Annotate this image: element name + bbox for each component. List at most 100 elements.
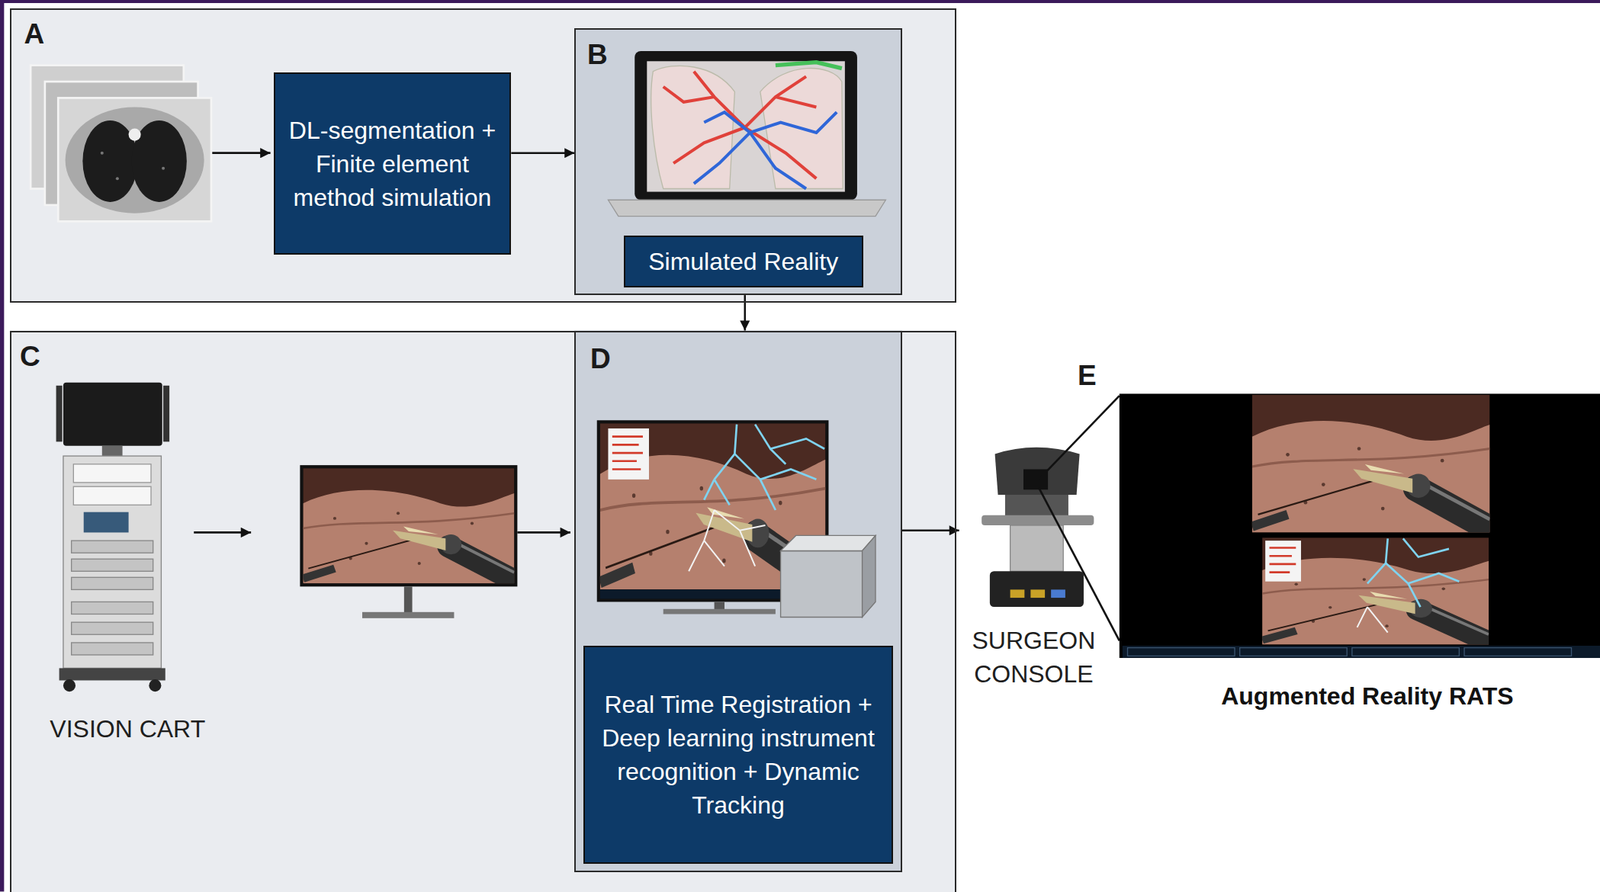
augmented-monitor: [607, 428, 649, 480]
flow-arrow: [517, 531, 571, 534]
viewer-leader-line: [1038, 395, 1120, 480]
vision-cart: [73, 486, 152, 505]
augmented-monitor: [739, 525, 765, 531]
panel-fill: [9, 8, 956, 892]
viewer-leader-line: [1038, 488, 1120, 642]
computer-box: [862, 535, 876, 617]
laptop-illustration: [775, 96, 817, 107]
computer-box: [780, 535, 876, 617]
augmented-reality-screen: [1265, 540, 1302, 582]
flow-arrow: [193, 531, 251, 534]
augmented-reality-screen: [1269, 548, 1296, 573]
augmented-reality-screen: [1122, 645, 1600, 659]
panel-fill: [574, 28, 903, 296]
augmented-monitor: [703, 540, 725, 566]
augmented-reality-screen: [1385, 563, 1421, 608]
augmented-reality-screen: [1262, 537, 1489, 645]
augmented-reality-screen: [1357, 607, 1388, 633]
laptop-illustration: [673, 127, 746, 164]
laptop-illustration: [703, 112, 750, 133]
endoscope-monitor: [302, 468, 515, 584]
augmented-reality-screen: [1367, 538, 1459, 608]
augmented-reality-screen: [1119, 393, 1600, 659]
ct-scan-stack: [128, 128, 142, 142]
surgeon-console: [995, 447, 1080, 495]
ct-scan-stack: [115, 176, 119, 180]
augmented-monitor: [760, 469, 817, 479]
vision-cart: [63, 382, 163, 447]
surgeon-console: [1030, 589, 1045, 598]
vision-cart: [163, 385, 170, 443]
surgeon-console: [989, 571, 1084, 608]
augmented-reality-screen: [1357, 607, 1388, 633]
panel-fill: [574, 330, 903, 873]
figure-label: SURGEON CONSOLE: [957, 623, 1111, 691]
process-box: Simulated Reality: [623, 235, 864, 288]
computer-box: [780, 551, 863, 618]
endoscope-monitor: [299, 465, 518, 587]
surgeon-console: [981, 447, 1094, 608]
laptop-illustration: [749, 132, 807, 190]
laptop-illustration: [651, 65, 736, 189]
vision-cart: [71, 601, 154, 614]
figure-panel: EAugmented Reality RATS: [959, 356, 1600, 761]
page-border: [0, 0, 1600, 4]
augmented-monitor: [714, 601, 725, 611]
augmented-monitor: [703, 424, 825, 511]
augmented-monitor: [770, 449, 786, 465]
augmented-reality-screen: [1252, 395, 1491, 534]
flow-arrow: [510, 151, 575, 155]
vision-cart: [71, 577, 154, 590]
ct-scan-stack: [30, 65, 212, 222]
laptop-illustration: [607, 51, 886, 217]
box-text: Real Time Registration + Deep learning i…: [594, 687, 882, 823]
augmented-reality-screen: [1127, 648, 1572, 657]
laptop-illustration: [693, 132, 751, 184]
process-box: DL-segmentation + Finite element method …: [273, 72, 512, 256]
surgeon-console: [1010, 589, 1025, 598]
panel-heading: Augmented Reality RATS: [1219, 679, 1516, 714]
augmented-reality-screen: [1407, 573, 1459, 584]
vision-cart: [148, 679, 161, 692]
panel-column: Simulated RealityB: [574, 28, 903, 296]
vision-cart: [63, 456, 161, 669]
flow-arrow: [743, 295, 746, 331]
augmented-monitor: [663, 609, 776, 615]
augmented-reality-screen: [1403, 538, 1449, 557]
vision-cart: [83, 512, 129, 534]
augmented-monitor: [612, 436, 643, 470]
endoscope-monitor: [404, 586, 413, 614]
vision-cart: [71, 642, 154, 656]
page-border: [0, 0, 4, 892]
panel-fill: [9, 330, 956, 892]
augmented-monitor: [714, 424, 737, 480]
surgeon-console: [1050, 589, 1066, 598]
vision-cart: [73, 464, 152, 483]
vision-cart: [71, 559, 154, 572]
augmented-monitor: [714, 510, 756, 567]
surgeon-console: [1010, 525, 1064, 572]
augmented-monitor: [688, 510, 765, 572]
augmented-reality-screen: [1119, 393, 1600, 659]
augmented-monitor: [688, 510, 714, 572]
panel-region: DL-segmentation + Finite element method …: [9, 8, 956, 303]
laptop-illustration: [634, 51, 858, 200]
endoscope-monitor: [299, 465, 518, 619]
computer-box: [780, 535, 876, 551]
flow-arrow: [902, 530, 960, 533]
panel-fill: [9, 8, 956, 303]
figure-label: VISION CART: [15, 712, 240, 746]
laptop-illustration: [663, 86, 715, 103]
augmented-monitor: [755, 424, 825, 450]
viewer-leader-line: [1038, 395, 1120, 641]
laptop-illustration: [693, 112, 837, 189]
vision-cart: [71, 540, 154, 553]
vision-cart: [102, 446, 123, 457]
vision-cart: [71, 622, 154, 635]
ct-scan-stack: [161, 167, 165, 171]
box-text: DL-segmentation + Finite element method …: [284, 113, 502, 215]
